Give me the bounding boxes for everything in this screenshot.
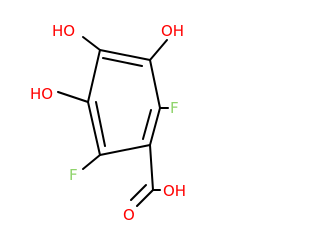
f-right-label: F xyxy=(170,99,179,117)
bond-c-f-left xyxy=(82,154,101,170)
structure-diagram: HO OH HO F F OH O xyxy=(30,22,186,224)
acid-oh-label: OH xyxy=(163,182,186,200)
bond-c-oh-top-left xyxy=(82,36,101,51)
ring-double-bond xyxy=(142,109,152,140)
oh-top-left-label: HO xyxy=(52,22,75,40)
bond-c-o-carbonyl-double xyxy=(130,184,147,201)
ring-bond xyxy=(99,144,151,156)
ring-bond xyxy=(149,107,161,146)
benzene-ring xyxy=(87,49,161,156)
ring-double-bond xyxy=(95,101,106,147)
ring-bond xyxy=(87,101,101,156)
ring-bond xyxy=(99,49,151,61)
bond-c-oh-top-right xyxy=(149,39,168,61)
f-left-label: F xyxy=(69,166,78,184)
ring-bond xyxy=(149,59,161,109)
molecule-drawing: HO OH HO F F OH O xyxy=(30,22,186,224)
ring-double-bond xyxy=(102,57,143,67)
bond-c-o-carbonyl xyxy=(136,189,154,207)
bond-c-oh-left xyxy=(57,91,89,103)
substituent-bonds xyxy=(57,36,169,207)
ring-bond xyxy=(87,49,101,103)
bond-c-carboxyl xyxy=(149,144,154,191)
oh-top-right-label: OH xyxy=(161,22,184,40)
oh-left-label: HO xyxy=(30,85,53,103)
carbonyl-o-label: O xyxy=(123,206,135,224)
